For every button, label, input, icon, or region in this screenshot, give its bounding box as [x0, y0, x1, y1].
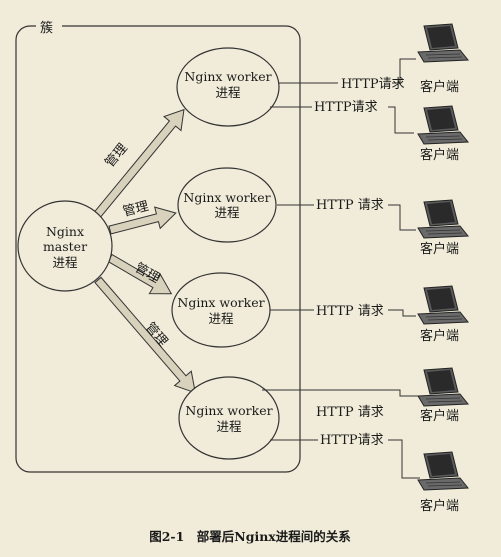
- master-line1: Nginx: [46, 224, 84, 239]
- cluster-label: 簇: [40, 21, 53, 36]
- worker-process-3: [171, 272, 271, 348]
- worker-process-1: [176, 47, 280, 127]
- worker-3-line1: Nginx worker: [177, 295, 264, 310]
- laptop-icon-5: [417, 367, 469, 407]
- worker-2-line1: Nginx worker: [183, 190, 270, 205]
- client-label-5: 客户端: [420, 408, 459, 424]
- worker-process-4: [178, 376, 280, 460]
- master-line2: master: [43, 239, 87, 254]
- worker-process-2: [177, 167, 277, 243]
- laptop-icon-4: [417, 285, 469, 325]
- manage-arrow-2: [108, 206, 177, 235]
- laptop-icon-1: [417, 23, 469, 63]
- laptop-icon-6: [417, 451, 469, 491]
- http-request-2: HTTP请求: [314, 100, 378, 115]
- client-label-3: 客户端: [420, 241, 459, 257]
- request-lines: [262, 58, 420, 479]
- http-request-4: HTTP 请求: [316, 304, 384, 319]
- http-request-1: HTTP请求: [341, 77, 405, 92]
- master-line3: 进程: [52, 255, 78, 270]
- worker-3-line2: 进程: [208, 311, 234, 326]
- client-label-1: 客户端: [420, 79, 459, 95]
- worker-1-line1: Nginx worker: [184, 69, 271, 84]
- cluster-box: [15, 25, 301, 473]
- manage-arrow-4: [94, 276, 197, 394]
- http-request-6: HTTP请求: [320, 433, 384, 448]
- master-process: [17, 200, 113, 292]
- manage-label-2: 管理: [121, 199, 150, 220]
- manage-arrow-3: [107, 253, 173, 295]
- worker-4-line2: 进程: [216, 419, 242, 434]
- manage-arrow-1: [89, 108, 185, 224]
- manage-label-1: 管理: [103, 141, 131, 171]
- worker-1-line2: 进程: [215, 85, 241, 100]
- laptop-icon-2: [417, 105, 469, 145]
- client-label-2: 客户端: [420, 147, 459, 163]
- worker-4-line1: Nginx worker: [185, 403, 272, 418]
- client-label-6: 客户端: [420, 498, 459, 514]
- worker-2-line2: 进程: [214, 205, 240, 220]
- laptop-icon-3: [417, 199, 469, 239]
- client-label-4: 客户端: [420, 328, 459, 344]
- http-request-5: HTTP 请求: [316, 405, 384, 420]
- figure-caption: 图2-1 部署后Nginx进程间的关系: [149, 529, 351, 544]
- http-request-3: HTTP 请求: [316, 198, 384, 213]
